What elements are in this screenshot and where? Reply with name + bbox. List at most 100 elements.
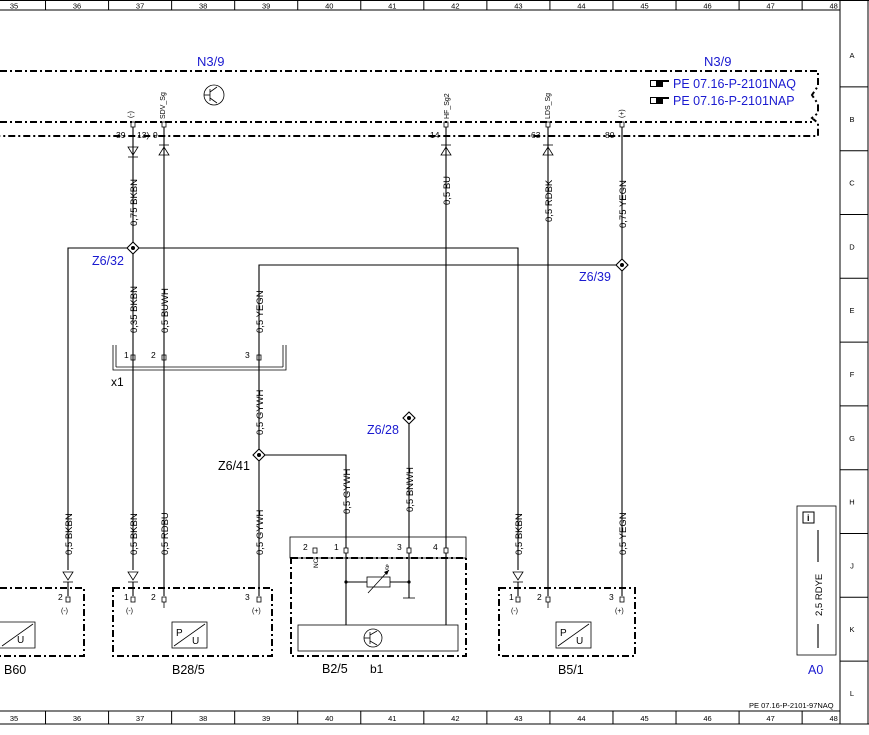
grid-column-label: 47 <box>766 714 774 723</box>
pin-number: 63 <box>531 130 541 140</box>
pin-signal-hf: HF_Sg2 <box>444 93 451 119</box>
splice-label-z6-28: Z6/28 <box>367 423 399 437</box>
pin-number: 39 <box>116 130 126 140</box>
pin-number: 14 <box>430 130 440 140</box>
splice-points <box>126 241 629 462</box>
pin-signal-plus: (+) <box>619 109 626 118</box>
wire-label: 0,5 BNWH <box>405 467 416 512</box>
grid-column-label: 35 <box>10 2 18 11</box>
column-ticks: 3535363637373838393940404141424243434444… <box>10 0 838 724</box>
component-label-b5-1: B5/1 <box>558 663 584 677</box>
signal-arrows-top <box>127 144 554 158</box>
wire-label: 0,5 GYWH <box>255 389 266 435</box>
connector-x1 <box>112 345 287 371</box>
splice-label-z6-32: Z6/32 <box>92 254 124 268</box>
pin-signal: (-) <box>511 608 518 615</box>
pin-number: 2 <box>303 542 308 552</box>
grid-column-label: 35 <box>10 714 18 723</box>
pin-number: 1 <box>509 592 514 602</box>
grid-row-label: G <box>849 434 855 443</box>
grid-row-label: F <box>850 370 855 379</box>
grid-column-label: 40 <box>325 714 333 723</box>
wire-label: 0,75 BKBN <box>129 179 140 226</box>
ref-link-2[interactable]: PE 07.16-P-2101NAP <box>673 94 795 108</box>
pin-number: 1 <box>334 542 339 552</box>
sensor-b5-1 <box>498 587 636 657</box>
info-icon[interactable]: i <box>807 513 810 523</box>
grid-row-label: D <box>849 242 855 251</box>
pin-number: 2 <box>151 592 156 602</box>
sensor-letter-u: U <box>17 635 24 646</box>
sensor-b2-5 <box>289 536 467 657</box>
wire-label: 0,5 YEGN <box>255 290 266 333</box>
pin-signal: (-) <box>126 608 133 615</box>
wire-label: 0,75 YEGN <box>618 180 629 228</box>
grid-row-label: B <box>849 115 854 124</box>
component-label-b60: B60 <box>4 663 26 677</box>
grid-row-label: A <box>849 51 854 60</box>
grid-column-label: 37 <box>136 714 144 723</box>
hand-pointer-icon <box>650 80 669 87</box>
sensor-letter-p: P <box>176 628 183 639</box>
wire-label: 0,5 BKBN <box>129 513 140 555</box>
grid-column-label: 44 <box>577 714 585 723</box>
grid-column-label: 42 <box>451 714 459 723</box>
sensor-b60 <box>0 587 85 657</box>
grid-column-label: 48 <box>829 714 837 723</box>
component-label-b2-5: B2/5 <box>322 662 348 676</box>
pin-number: 2 <box>58 592 63 602</box>
connector-label-x1: x1 <box>111 375 124 389</box>
pin-number: 2 <box>537 592 542 602</box>
grid-column-label: 39 <box>262 714 270 723</box>
grid-column-label: 36 <box>73 714 81 723</box>
component-label-a0: A0 <box>808 663 823 677</box>
ref-link-1[interactable]: PE 07.16-P-2101NAQ <box>673 77 796 91</box>
wire-label: 0,5 YEGN <box>618 512 629 555</box>
splice-label-z6-39: Z6/39 <box>579 270 611 284</box>
pin-signal: (-) <box>61 608 68 615</box>
wire-label: 0,5 BUWH <box>160 288 171 333</box>
sensor-letter-u: U <box>192 636 199 647</box>
grid-column-label: 47 <box>766 2 774 11</box>
wire-label: 0,35 BKBN <box>129 286 140 333</box>
unit-label-left: N3/9 <box>197 54 224 69</box>
pin-signal-sdv: SDV_Sg <box>160 92 167 119</box>
grid-row-label: K <box>849 625 854 634</box>
wire-label: 0,5 BU <box>442 176 453 205</box>
grid-column-label: 48 <box>829 2 837 11</box>
pin-number: 1 <box>124 592 129 602</box>
pin-number: 4 <box>433 542 438 552</box>
grid-column-label: 42 <box>451 2 459 11</box>
sensor-letter-u: U <box>576 636 583 647</box>
grid-column-label: 43 <box>514 714 522 723</box>
grid-column-label: 43 <box>514 2 522 11</box>
grid-column-label: 44 <box>577 2 585 11</box>
grid-row-label: L <box>850 689 854 698</box>
wire-label: 0,5 BKBN <box>514 513 525 555</box>
unit-label-right: N3/9 <box>704 54 731 69</box>
wire-label: 0,5 RDBU <box>160 512 171 555</box>
pin-number: 9 <box>153 130 158 140</box>
pin-number: 3 <box>609 592 614 602</box>
transistor-icon <box>363 628 383 648</box>
document-code: PE 07.16-P-2101-97NAQ <box>749 701 834 710</box>
grid-row-label: H <box>849 498 854 507</box>
signal-arrows-bottom <box>62 571 524 596</box>
grid-column-label: 46 <box>703 2 711 11</box>
pin-signal-minus: (-) <box>128 111 135 118</box>
pin-nc-label: NC <box>313 558 320 568</box>
pin-signal-lds: LDS_Sg <box>545 93 552 119</box>
wire-label: 2,5 RDYE <box>814 574 825 616</box>
component-sub-label-b1: b1 <box>370 662 384 676</box>
pin-number: 3 <box>397 542 402 552</box>
grid-column-label: 38 <box>199 2 207 11</box>
grid-column-label: 40 <box>325 2 333 11</box>
wire-lines <box>67 127 819 648</box>
grid-column-label: 36 <box>73 2 81 11</box>
info-box-a0 <box>796 505 837 656</box>
splice-label-z6-41: Z6/41 <box>218 459 250 473</box>
grid-column-label: 37 <box>136 2 144 11</box>
